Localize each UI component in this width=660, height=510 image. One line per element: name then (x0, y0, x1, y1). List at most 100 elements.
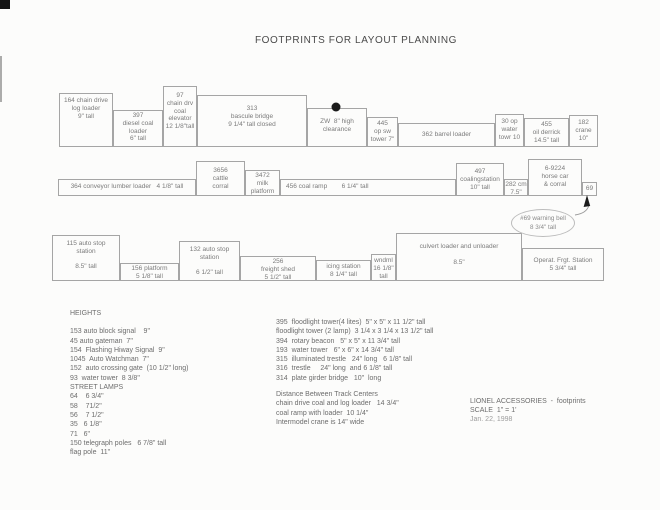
callout-connector-line (574, 204, 590, 216)
box-label-line: 362 barrel loader (421, 131, 472, 138)
box-label-line: station (76, 247, 96, 255)
heights-list-item: 1045 Auto Watchman 7" (70, 356, 149, 364)
heights-list-item: flag pole 11" (70, 449, 111, 457)
specs-list-item: 316 trestle 24" long and 6 1/8" tall (276, 365, 393, 373)
box-label-line: diesel coal (122, 119, 154, 127)
box-label-line: 5 3/4" tall (549, 264, 577, 272)
callout-line: #69 warning bell (520, 215, 566, 222)
box-label-line: tall (379, 272, 388, 280)
box-label-line: 455 (541, 121, 552, 128)
box-label-line: corral (212, 182, 229, 190)
box-label-line: 16 1/8" (373, 264, 394, 272)
distance-section-title: Distance Between Track Centers (276, 391, 378, 398)
box-label-line: 364 conveyor lumber loader 4 1/8" tall (70, 183, 184, 190)
callout-line: 8 3/4" tall (529, 224, 557, 231)
distance-section-item: coal ramp with loader 10 1/4" (276, 409, 369, 417)
box-label-line: cattle (212, 174, 229, 182)
footer-accessories-label: LIONEL ACCESSORIES - footprints (470, 398, 586, 405)
box-label-line: 445 (377, 120, 388, 127)
warning-bell-pointer-arrow-icon (583, 195, 591, 207)
box-label-line: chain drv (166, 99, 194, 107)
box-label-line: towr 10 (498, 133, 521, 141)
box-label-line: 14.5" tall (533, 136, 560, 144)
box-label-line: 3656 (213, 167, 228, 174)
box-label-line: 282 cm (505, 181, 527, 188)
scan-artifact-edge (0, 56, 2, 102)
box-label-line: bascule bridge (230, 112, 274, 120)
box-label-line: horse car (541, 172, 569, 180)
box-label-line: 397 (132, 112, 144, 119)
box-label-line: 7.5" (510, 188, 522, 196)
box-label-line: station (199, 253, 220, 261)
box-label-line (53, 256, 119, 264)
box-label-line: tower 7" (370, 135, 395, 143)
specs-list-item: 394 rotary beacon 5" x 5" x 11 3/4" tall (276, 337, 401, 345)
heights-list-title: HEIGHTS (70, 310, 102, 317)
box-label-line: 9 1/4" tall closed (228, 120, 276, 128)
heights-list-item: 58 71/2" (70, 402, 102, 410)
footprint-box-364-conveyor-lumber-loader: 364 conveyor lumber loader 4 1/8" tall (58, 179, 196, 196)
specs-list: 395 floodlight tower(4 lites) 5" x 5" x … (276, 318, 433, 383)
footer-date-label: Jan. 22, 1998 (470, 416, 513, 423)
box-label-line: 69 (585, 185, 594, 192)
box-label-line: 8.5" (453, 258, 465, 266)
box-label-line: platform (250, 187, 275, 195)
distance-section-item: Intermodel crane is 14" wide (276, 418, 365, 426)
specs-list-item: floodlight tower (2 lamp) 3 1/4 x 3 1/4 … (276, 328, 434, 336)
box-label-line: 30 op (501, 118, 518, 125)
heights-list-item: 154 Flashing Hiway Signal 9" (70, 346, 165, 354)
heights-list-items: 153 auto block signal 9"45 auto gateman … (70, 327, 188, 457)
box-label-line: 132 auto stop (189, 246, 230, 253)
heights-list-item: 71 6" (70, 430, 90, 438)
box-label-line: coalingstation (460, 175, 500, 183)
box-label-line: 313 (246, 105, 258, 112)
box-label-line: ZW 8" high (320, 118, 354, 125)
box-label-line: 12 1/8"tall (165, 123, 195, 131)
heights-list-item: 35 6 1/8" (70, 421, 102, 429)
footer-scale-label: SCALE 1" = 1' (470, 407, 517, 414)
box-label-line: elevator (168, 115, 192, 123)
box-label-line: 97 (176, 92, 184, 99)
box-label-line: log loader (71, 104, 101, 112)
box-label-line: 456 coal ramp 6 1/4" tall (286, 183, 369, 190)
heights-list-item: 150 telegraph poles 6 7/8" tall (70, 439, 167, 447)
box-label-line: 10" tall (470, 183, 490, 191)
specs-list-item: 314 plate girder bridge 10" long (276, 374, 382, 382)
box-label-line: & corral (543, 180, 567, 188)
box-label-line: 5 1/8" tall (136, 272, 163, 280)
box-label-line: 182 (578, 119, 589, 126)
box-label-line: oil derrick (532, 128, 561, 136)
box-label-line: clearance (322, 125, 352, 133)
box-label-line: wndml (374, 257, 393, 264)
distance-section-items: chain drive coal and log loader 14 3/4"c… (276, 399, 399, 427)
heights-list-item: 153 auto block signal 9" (70, 328, 150, 336)
footprint-box-362-barrel-loader: 362 barrel loader (398, 123, 495, 147)
specs-list-item: 193 water tower 6" x 6" x 14 3/4" tall (276, 346, 394, 354)
box-label-line: 6 1/2" tall (196, 269, 223, 277)
specs-list-item: 395 floodlight tower(4 lites) 5" x 5" x … (276, 319, 426, 326)
box-label-line: coal (174, 107, 186, 115)
heights-list-item: STREET LAMPS (70, 384, 124, 392)
box-label-line: milk (256, 179, 269, 187)
heights-list: HEIGHTS 153 auto block signal 9"45 auto … (70, 309, 188, 457)
box-label-line: 8 1/4" tall (330, 270, 357, 278)
footprint-box-456-coal-ramp: 456 coal ramp 6 1/4" tall (280, 179, 456, 196)
box-label-line: 5 1/2" tall (264, 273, 292, 281)
